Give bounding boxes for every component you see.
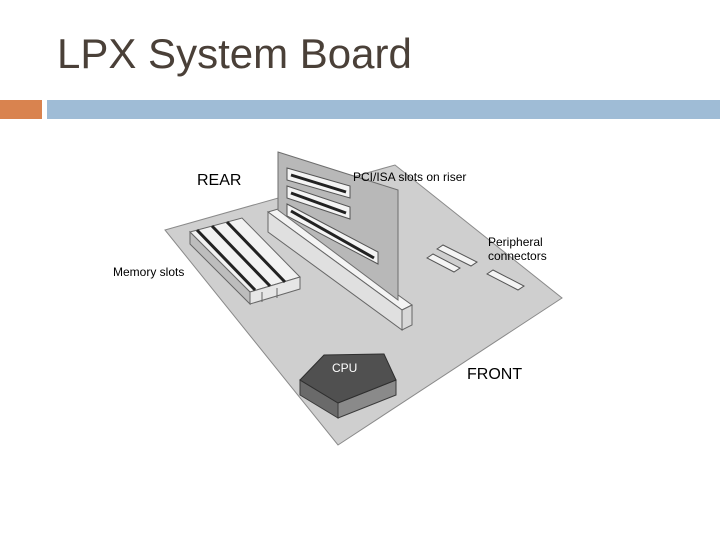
rear-label: REAR xyxy=(197,172,242,189)
memory-slots-group xyxy=(189,217,301,306)
cpu-chip xyxy=(299,353,397,419)
pci-isa-slots-label: PCI/ISA slots on riser xyxy=(353,170,467,184)
peripheral-connectors-label-line1: Peripheral xyxy=(488,235,543,249)
accent-bar-blue xyxy=(47,100,720,119)
peripheral-connectors xyxy=(426,244,525,291)
riser-card xyxy=(277,151,399,301)
memory-slots-label: Memory slots xyxy=(113,265,185,279)
slide-title: LPX System Board xyxy=(57,30,412,77)
cpu-label: CPU xyxy=(332,361,358,375)
accent-bar-orange xyxy=(0,100,42,119)
front-label: FRONT xyxy=(467,366,523,383)
pci-isa-slots xyxy=(286,167,379,265)
peripheral-connectors-label-line2: connectors xyxy=(488,249,547,263)
